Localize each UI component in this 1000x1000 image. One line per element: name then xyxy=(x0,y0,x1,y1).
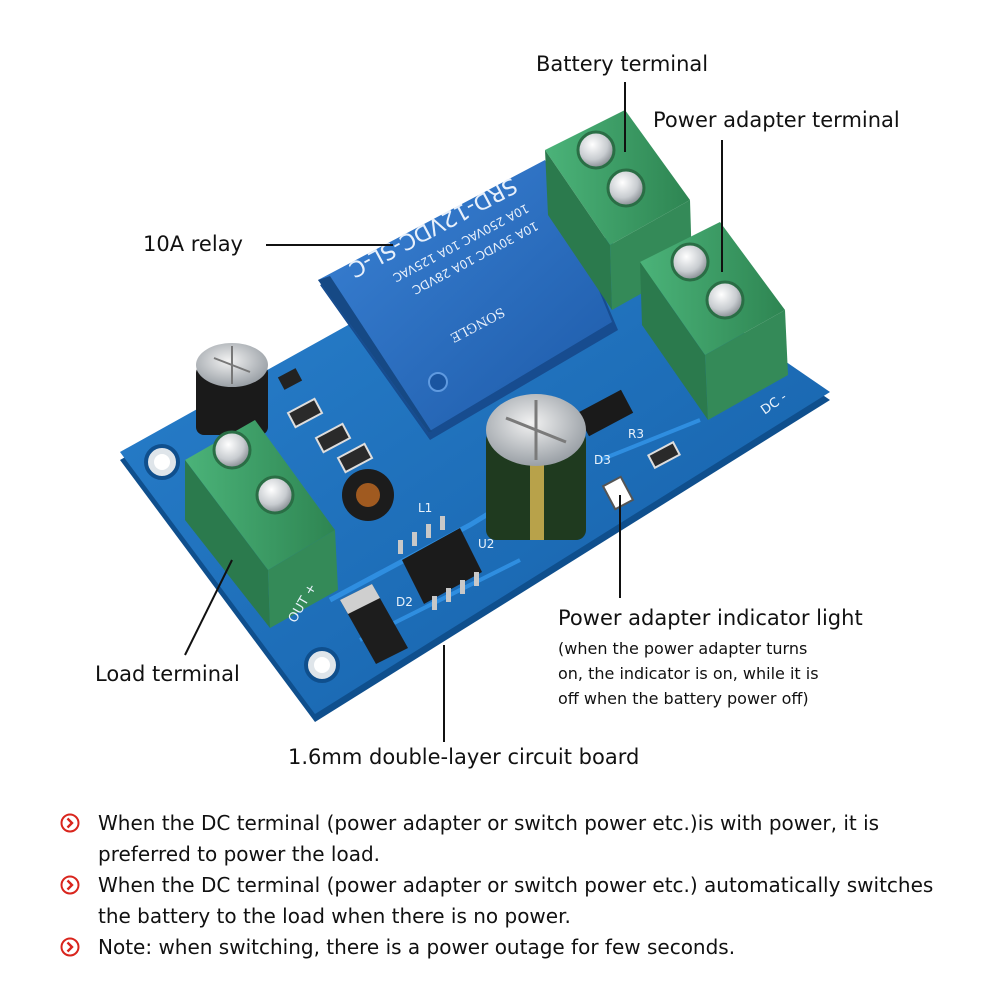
circuit-board-illustration: SRD-12VDC-SL-C 10A 250VAC 10A 125VAC 10A… xyxy=(120,82,830,742)
callout-lines xyxy=(184,82,723,742)
note-item: When the DC terminal (power adapter or s… xyxy=(60,808,960,870)
mounting-hole xyxy=(314,657,330,673)
note-text: When the DC terminal (power adapter or s… xyxy=(98,811,880,866)
label-indicator-title: Power adapter indicator light xyxy=(558,606,863,630)
mark-d3: D3 xyxy=(594,453,611,467)
label-relay: 10A relay xyxy=(143,232,243,256)
diode xyxy=(340,584,408,664)
note-text: Note: when switching, there is a power o… xyxy=(98,935,736,959)
note-item: When the DC terminal (power adapter or s… xyxy=(60,870,960,932)
power-adapter-terminal-block xyxy=(640,222,788,420)
label-circuit-board: 1.6mm double-layer circuit board xyxy=(288,745,640,769)
chevron-circle-icon xyxy=(60,813,80,833)
note-item: Note: when switching, there is a power o… xyxy=(60,932,960,963)
smd-components xyxy=(277,368,681,664)
label-indicator-desc-1: (when the power adapter turns xyxy=(558,639,808,658)
note-text: When the DC terminal (power adapter or s… xyxy=(98,873,934,928)
chevron-circle-icon xyxy=(60,937,80,957)
label-battery-terminal: Battery terminal xyxy=(536,52,709,76)
label-indicator-desc-2: on, the indicator is on, while it is xyxy=(558,664,819,683)
label-power-adapter-terminal: Power adapter terminal xyxy=(653,108,900,132)
chevron-circle-icon xyxy=(60,875,80,895)
mounting-hole xyxy=(154,454,170,470)
ic-chip xyxy=(398,516,482,610)
mark-l1: L1 xyxy=(418,501,432,515)
small-capacitor xyxy=(196,343,268,435)
label-load-terminal: Load terminal xyxy=(95,662,240,686)
mark-u2: U2 xyxy=(478,537,494,551)
mark-r3: R3 xyxy=(628,427,644,441)
battery-terminal-block xyxy=(545,110,692,310)
indicator-led xyxy=(601,475,635,511)
label-indicator-desc-3: off when the battery power off) xyxy=(558,689,809,708)
callout-load xyxy=(184,559,233,656)
load-terminal-block xyxy=(185,420,338,628)
feature-notes: When the DC terminal (power adapter or s… xyxy=(60,808,960,963)
large-capacitor xyxy=(486,394,586,540)
mark-d2: D2 xyxy=(396,595,413,609)
